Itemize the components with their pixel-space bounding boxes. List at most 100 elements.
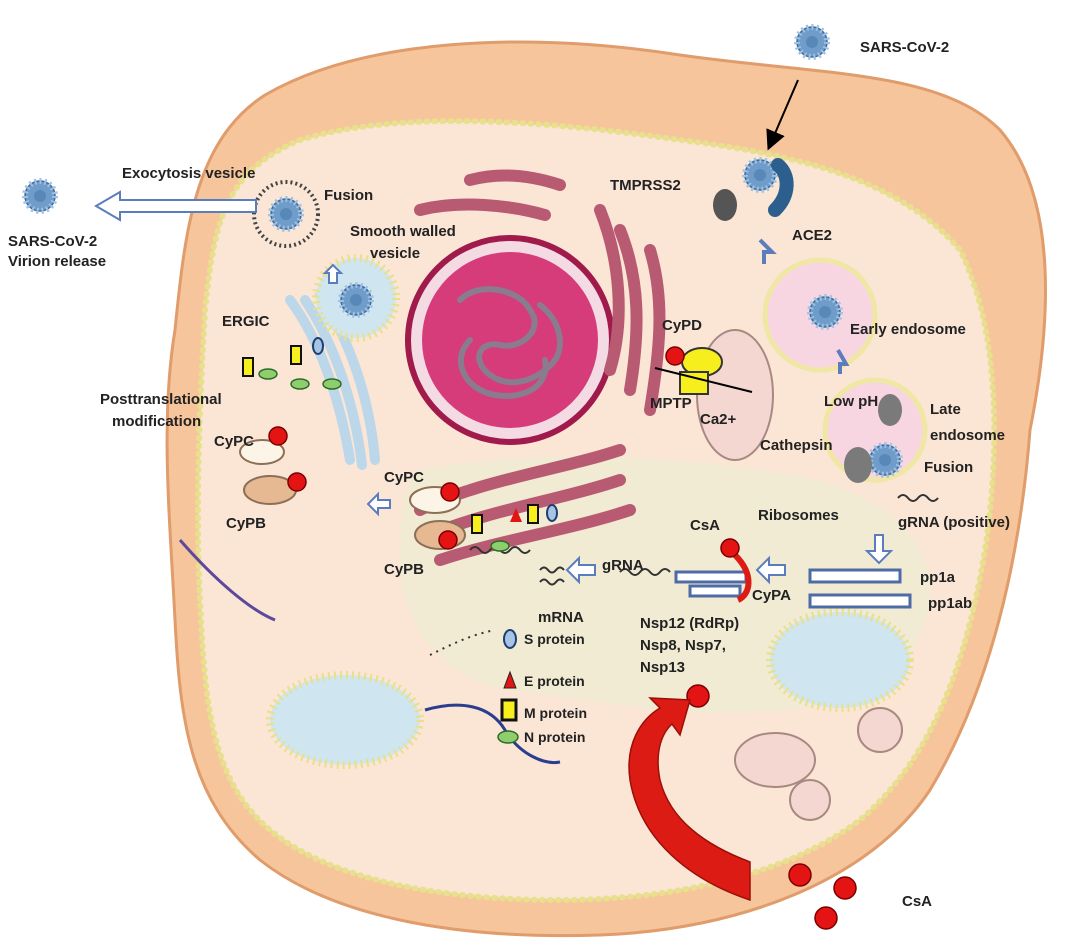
virus-icon <box>810 297 840 327</box>
hollow-arrow-icon <box>565 555 596 585</box>
label-sars-release-1: SARS-CoV-2 <box>8 233 97 250</box>
red-dot-icon <box>268 426 288 446</box>
grna-positive-strand <box>897 494 939 502</box>
label-fusion-right: Fusion <box>924 459 973 476</box>
s-protein-icon <box>546 504 558 522</box>
red-dot-icon <box>686 684 710 708</box>
red-dot-icon <box>788 863 812 887</box>
vesicle-lower-left <box>266 671 424 769</box>
virus-icon <box>870 445 900 475</box>
label-fusion-top: Fusion <box>324 187 373 204</box>
label-late-endosome-2: endosome <box>930 427 1005 444</box>
legend-s-protein: S protein <box>524 631 585 647</box>
label-cypb-left: CyPB <box>226 515 266 532</box>
cypa-icon <box>732 552 752 603</box>
label-ptm-2: modification <box>112 413 201 430</box>
label-exocytosis: Exocytosis vesicle <box>122 165 255 182</box>
red-dot-icon <box>720 538 740 558</box>
cathepsin-icon <box>844 447 872 483</box>
label-csa-mid: CsA <box>690 517 720 534</box>
label-cypc-left: CyPC <box>214 433 254 450</box>
dotted-path <box>429 629 496 656</box>
label-csa-bottom: CsA <box>902 893 932 910</box>
hollow-arrow-icon <box>758 238 777 264</box>
red-dot-icon <box>440 482 460 502</box>
label-late-endosome-1: Late <box>930 401 961 418</box>
small-organelle-2 <box>789 779 831 821</box>
m-protein-icon <box>290 345 302 365</box>
label-cathepsin: Cathepsin <box>760 437 833 454</box>
small-organelle <box>857 707 903 753</box>
tmprss2-icon <box>713 189 737 221</box>
red-dot-icon <box>287 472 307 492</box>
cathepsin-icon-2 <box>878 394 902 426</box>
s-protein-icon <box>312 337 324 355</box>
replication-bar <box>674 570 748 584</box>
red-dot-icon <box>665 346 685 366</box>
label-nsp-3: Nsp13 <box>640 659 685 676</box>
n-protein-icon <box>490 540 510 552</box>
s-protein-icon <box>503 629 517 649</box>
hollow-arrow-icon <box>94 190 257 222</box>
m-protein-icon <box>500 698 518 722</box>
label-tmprss2: TMPRSS2 <box>610 177 681 194</box>
er-stack <box>414 169 666 416</box>
label-ca2: Ca2+ <box>700 411 737 428</box>
n-protein-icon <box>497 730 519 744</box>
label-nsp-1: Nsp12 (RdRp) <box>640 615 739 632</box>
grna-strand <box>619 568 671 576</box>
label-pp1ab: pp1ab <box>928 595 972 612</box>
red-dot-icon <box>833 876 857 900</box>
nucleus <box>422 252 598 428</box>
red-dot-icon <box>814 906 838 930</box>
m-protein-icon <box>242 357 254 377</box>
label-mptp: MPTP <box>650 395 692 412</box>
n-protein-icon <box>322 378 342 390</box>
label-sars-top: SARS-CoV-2 <box>860 39 949 56</box>
label-cypb-mid: CyPB <box>384 561 424 578</box>
replication-bar-2 <box>688 584 742 598</box>
m-protein-icon <box>527 504 539 524</box>
label-grna: gRNA <box>602 557 644 574</box>
label-mrna: mRNA <box>538 609 584 626</box>
label-cypa: CyPA <box>752 587 791 604</box>
curved-red-arrow-icon <box>628 697 751 902</box>
mptp-icon <box>679 371 709 395</box>
virus-icon <box>797 27 827 57</box>
legend-n-protein: N protein <box>524 729 585 745</box>
e-protein-icon <box>510 508 522 522</box>
label-early-endosome: Early endosome <box>850 321 966 338</box>
virus-icon <box>271 199 301 229</box>
ace2-receptor-icon <box>768 158 794 217</box>
entry-arrow <box>766 79 799 151</box>
cytoskeleton-line <box>178 539 276 622</box>
n-protein-icon <box>258 368 278 380</box>
pp1a-bar <box>808 568 902 584</box>
e-protein-icon <box>503 670 517 689</box>
label-ace2: ACE2 <box>792 227 832 244</box>
label-ergic: ERGIC <box>222 313 270 330</box>
mitochondrion-lower <box>734 732 816 788</box>
label-smooth-2: vesicle <box>370 245 420 262</box>
hollow-arrow-icon <box>836 349 850 374</box>
label-pp1a: pp1a <box>920 569 956 586</box>
label-cypd: CyPD <box>662 317 702 334</box>
label-ribosomes: Ribosomes <box>758 507 839 524</box>
virus-icon <box>745 160 775 190</box>
m-protein-icon <box>471 514 483 534</box>
virus-icon <box>341 285 371 315</box>
virus-icon <box>25 181 55 211</box>
label-low-ph: Low pH <box>824 393 878 410</box>
label-nsp-2: Nsp8, Nsp7, <box>640 637 726 654</box>
hollow-arrow-icon <box>864 534 894 565</box>
hollow-arrow-icon <box>366 491 391 517</box>
label-cypc-mid: CyPC <box>384 469 424 486</box>
cypc-left-icon <box>239 439 285 465</box>
label-sars-release-2: Virion release <box>8 253 106 270</box>
label-ptm-1: Posttranslational <box>100 391 222 408</box>
legend-e-protein: E protein <box>524 673 585 689</box>
cytoskeleton-line-2 <box>424 703 561 765</box>
legend-m-protein: M protein <box>524 705 587 721</box>
mptp-line <box>654 367 753 393</box>
